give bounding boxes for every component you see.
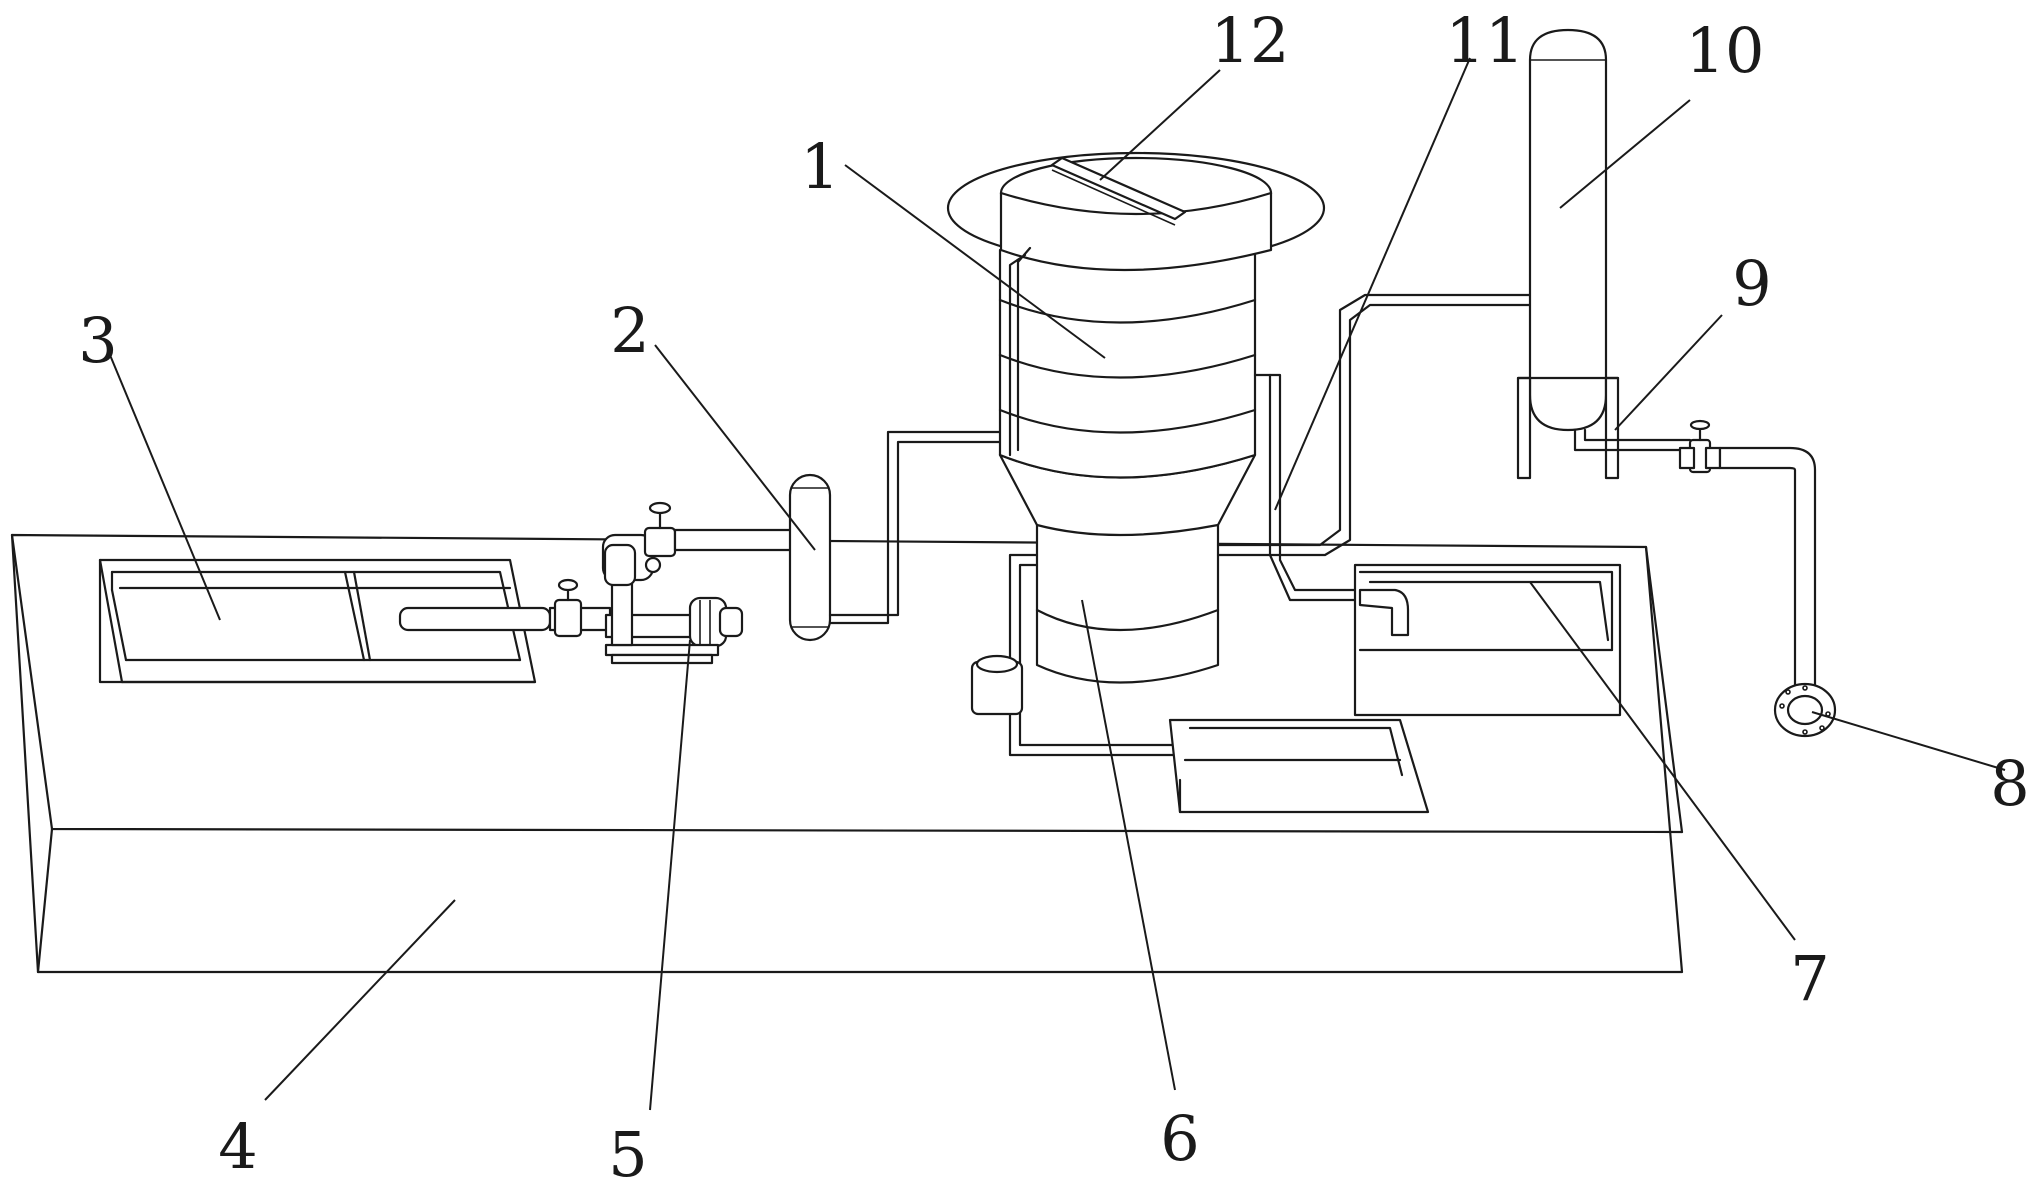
leader-lines xyxy=(109,57,2006,1111)
separator-vessel xyxy=(788,430,1002,642)
label-1: 1 xyxy=(800,130,839,203)
label-11: 11 xyxy=(1446,4,1525,77)
label-3: 3 xyxy=(78,304,117,377)
label-2: 2 xyxy=(610,294,649,367)
right-tank xyxy=(1353,563,1622,717)
label-8: 8 xyxy=(1990,747,2029,820)
main-tower xyxy=(946,151,1326,684)
label-9: 9 xyxy=(1732,247,1771,320)
left-tank xyxy=(98,558,552,684)
pump-assembly xyxy=(548,501,797,665)
label-4: 4 xyxy=(218,1110,257,1183)
bottom-tray xyxy=(1168,718,1430,814)
label-5: 5 xyxy=(608,1118,647,1183)
label-7: 7 xyxy=(1790,942,1829,1015)
label-10: 10 xyxy=(1686,14,1765,87)
tower-piping xyxy=(970,293,1532,757)
label-group: 1 2 3 4 5 6 7 8 9 10 11 12 xyxy=(78,4,2029,1183)
label-6: 6 xyxy=(1160,1102,1199,1175)
label-12: 12 xyxy=(1211,4,1290,77)
